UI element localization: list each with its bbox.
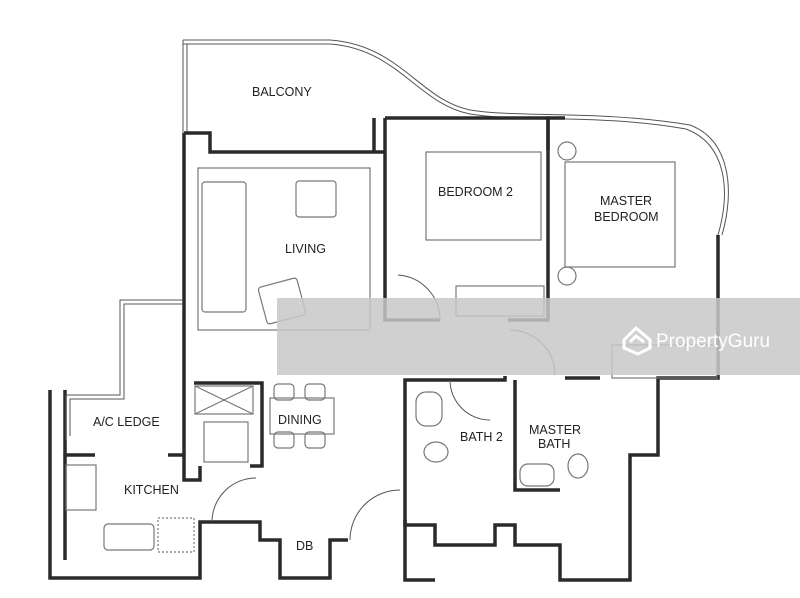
room-label-master-bath-2: BATH [538,437,570,451]
room-label-dining: DINING [278,413,322,427]
room-label-ac-ledge: A/C LEDGE [93,415,160,429]
watermark-band [277,298,800,375]
ac-ledge-outline [65,299,183,440]
room-label-kitchen: KITCHEN [124,483,179,497]
room-label-master-bedroom-1: MASTER [600,194,652,208]
walls [48,116,720,582]
room-label-master-bedroom-2: BEDROOM [594,210,659,224]
room-label-bedroom-2: BEDROOM 2 [438,185,513,199]
room-label-balcony: BALCONY [252,85,312,99]
room-label-db: DB [296,539,313,553]
room-label-living: LIVING [285,242,326,256]
room-label-master-bath-1: MASTER [529,423,581,437]
propertyguru-logo-icon [622,325,652,356]
watermark-text: PropertyGuru [656,331,770,352]
room-label-bath-2: BATH 2 [460,430,503,444]
